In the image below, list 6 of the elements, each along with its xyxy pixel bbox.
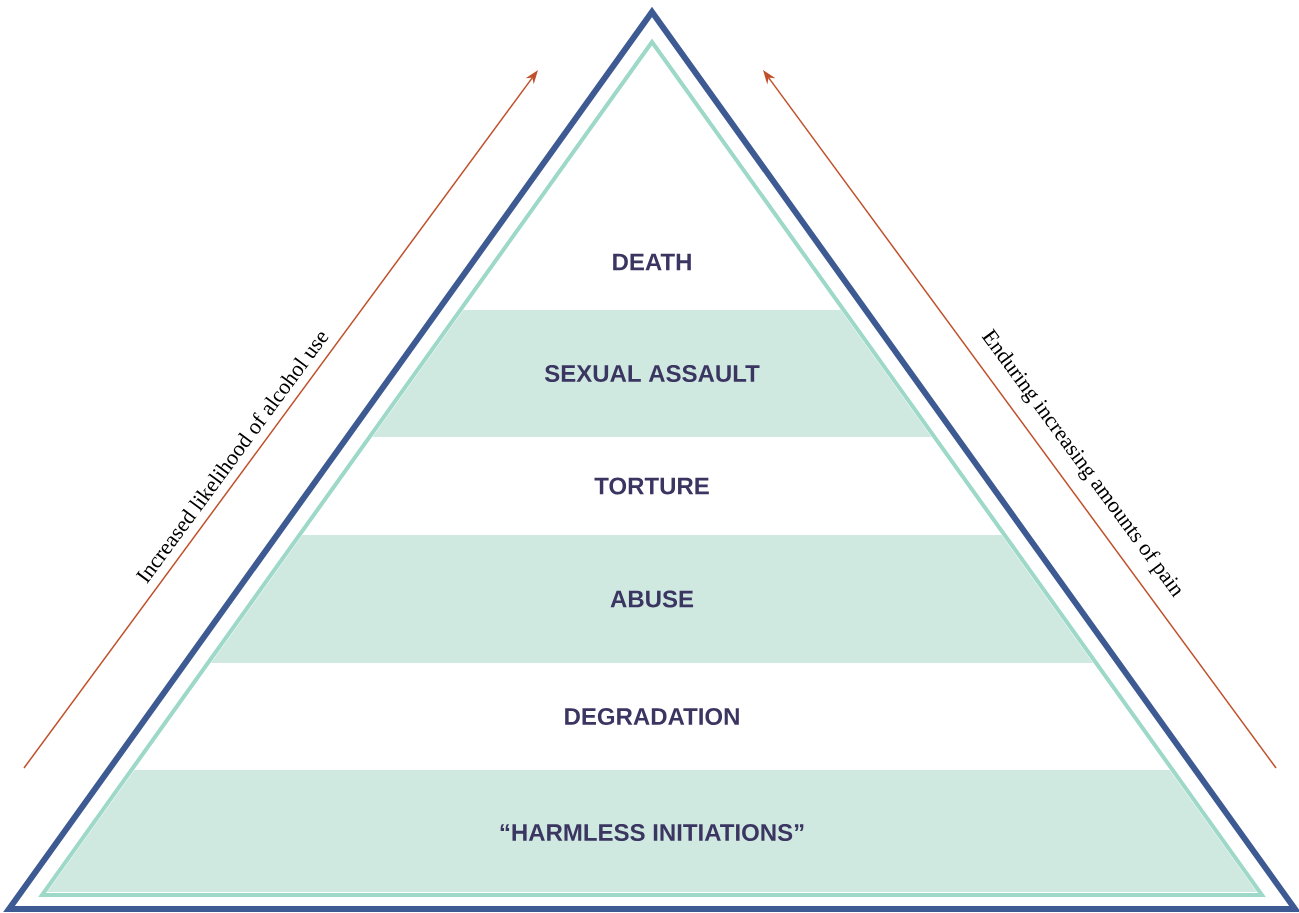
band-label: ABUSE bbox=[610, 590, 694, 608]
band-label: TORTURE bbox=[594, 477, 709, 495]
band-label: SEXUAL ASSAULT bbox=[544, 365, 760, 382]
band-label: “HARMLESS INITIATIONS” bbox=[500, 824, 804, 841]
band-label: DEATH bbox=[613, 253, 691, 271]
band-label: DEGRADATION bbox=[565, 708, 739, 725]
